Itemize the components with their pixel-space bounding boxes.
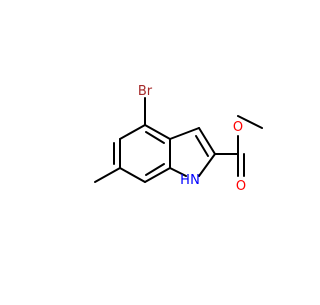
atom-labels: Br O O H N [138, 84, 246, 194]
bond-c6-c7 [144, 167, 171, 183]
bond-c7a-c3a-inner [145, 131, 165, 144]
nitrogen-hydrogen-label: H [180, 173, 190, 188]
carbonyl-oxygen-label: O [236, 179, 246, 194]
bond-c3-c2 [198, 127, 216, 155]
bond-n1-c7a [169, 167, 187, 177]
molecule-structure: Br O O H N [94, 84, 263, 194]
bond-c3-c2-inner [195, 135, 209, 157]
bond-c7a-c3a [144, 124, 171, 140]
nitrogen-label: N [190, 173, 200, 188]
bond-c3a-c4 [119, 124, 146, 140]
ether-oxygen-label: O [233, 120, 243, 135]
bond-c6-methyl [94, 167, 121, 183]
bond-c3a-c3 [169, 127, 200, 140]
bond-c5-c6 [119, 167, 146, 183]
molecule-canvas: Br O O H N [94, 84, 263, 194]
bond-c6-c7-inner [145, 163, 165, 176]
bond-c2-n1 [198, 153, 216, 177]
bonds [94, 97, 263, 183]
bond-o-methyl [237, 115, 263, 129]
bromine-label: Br [138, 84, 153, 99]
